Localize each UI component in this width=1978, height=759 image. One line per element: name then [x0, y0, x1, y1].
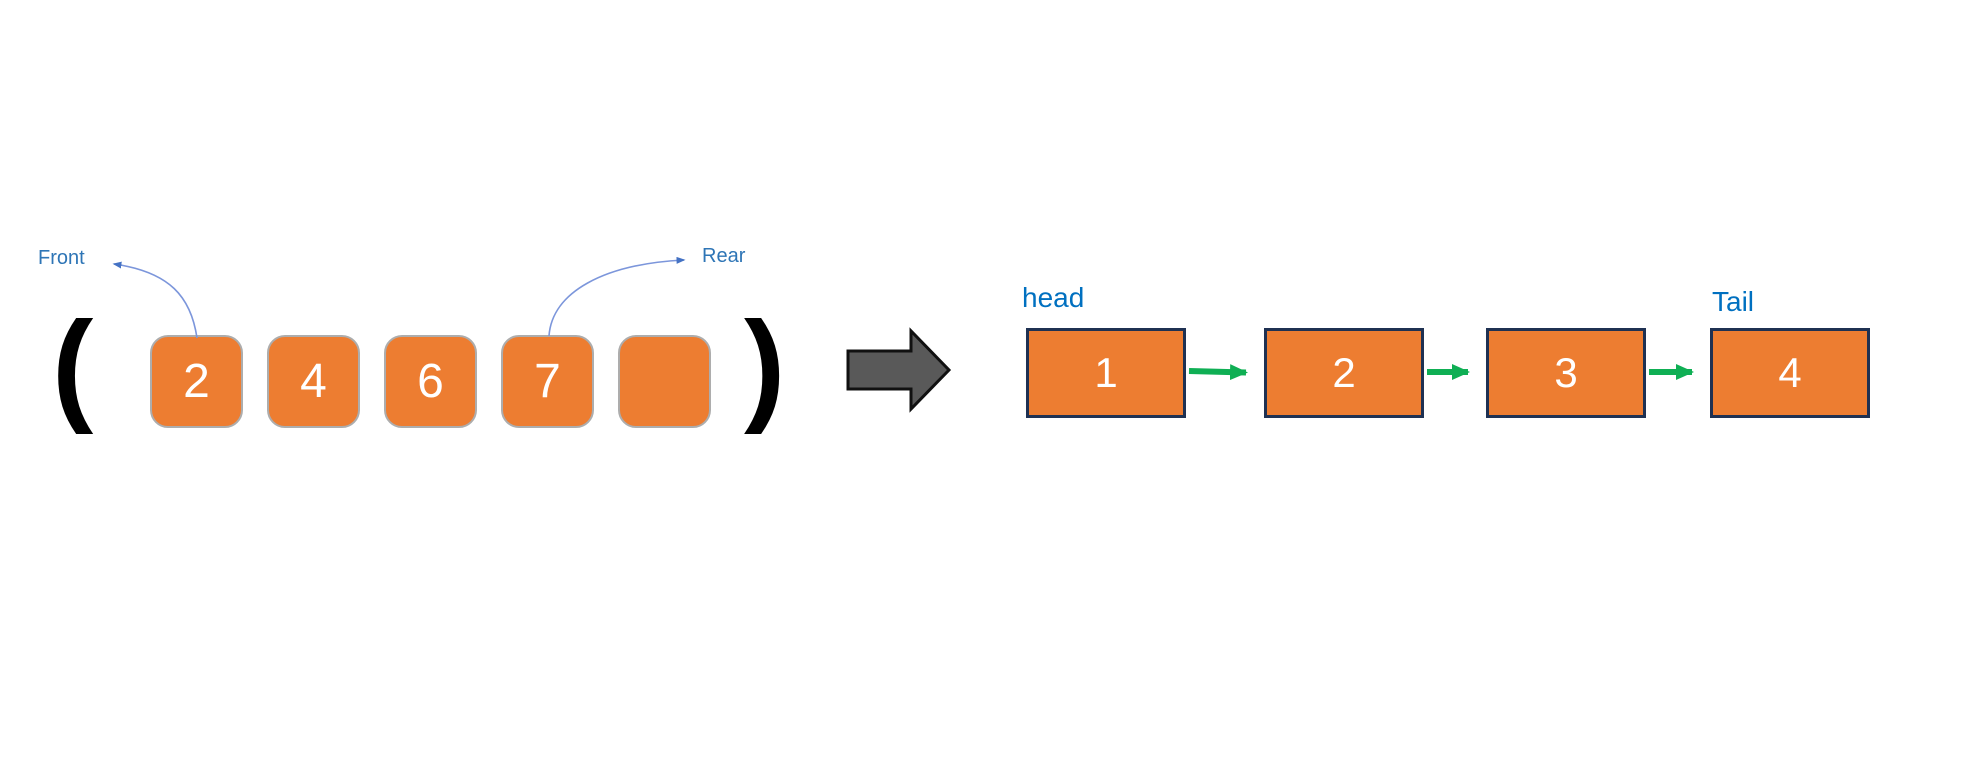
- next-pointer-arrow-1: [1188, 364, 1248, 381]
- queue-cell-empty: [618, 335, 711, 428]
- queue-cell-1: 2: [150, 335, 243, 428]
- transform-arrow-icon: [846, 327, 952, 413]
- queue-cell-2: 4: [267, 335, 360, 428]
- list-node-4: 4: [1710, 328, 1870, 418]
- tail-label: Tail: [1712, 286, 1755, 317]
- list-node-3: 3: [1486, 328, 1646, 418]
- rear-label: Rear: [702, 245, 746, 267]
- list-node-2: 2: [1264, 328, 1424, 418]
- queue-cell-4: 7: [501, 335, 594, 428]
- queue-open-paren: (: [52, 297, 94, 435]
- head-label: head: [1022, 282, 1085, 313]
- list-node-1: 1: [1026, 328, 1186, 418]
- queue-close-paren: ): [744, 297, 786, 435]
- front-pointer-arrow: [112, 261, 198, 339]
- queue-cell-3: 6: [384, 335, 477, 428]
- front-label: Front: [38, 247, 85, 269]
- rear-pointer-arrow: [548, 256, 686, 337]
